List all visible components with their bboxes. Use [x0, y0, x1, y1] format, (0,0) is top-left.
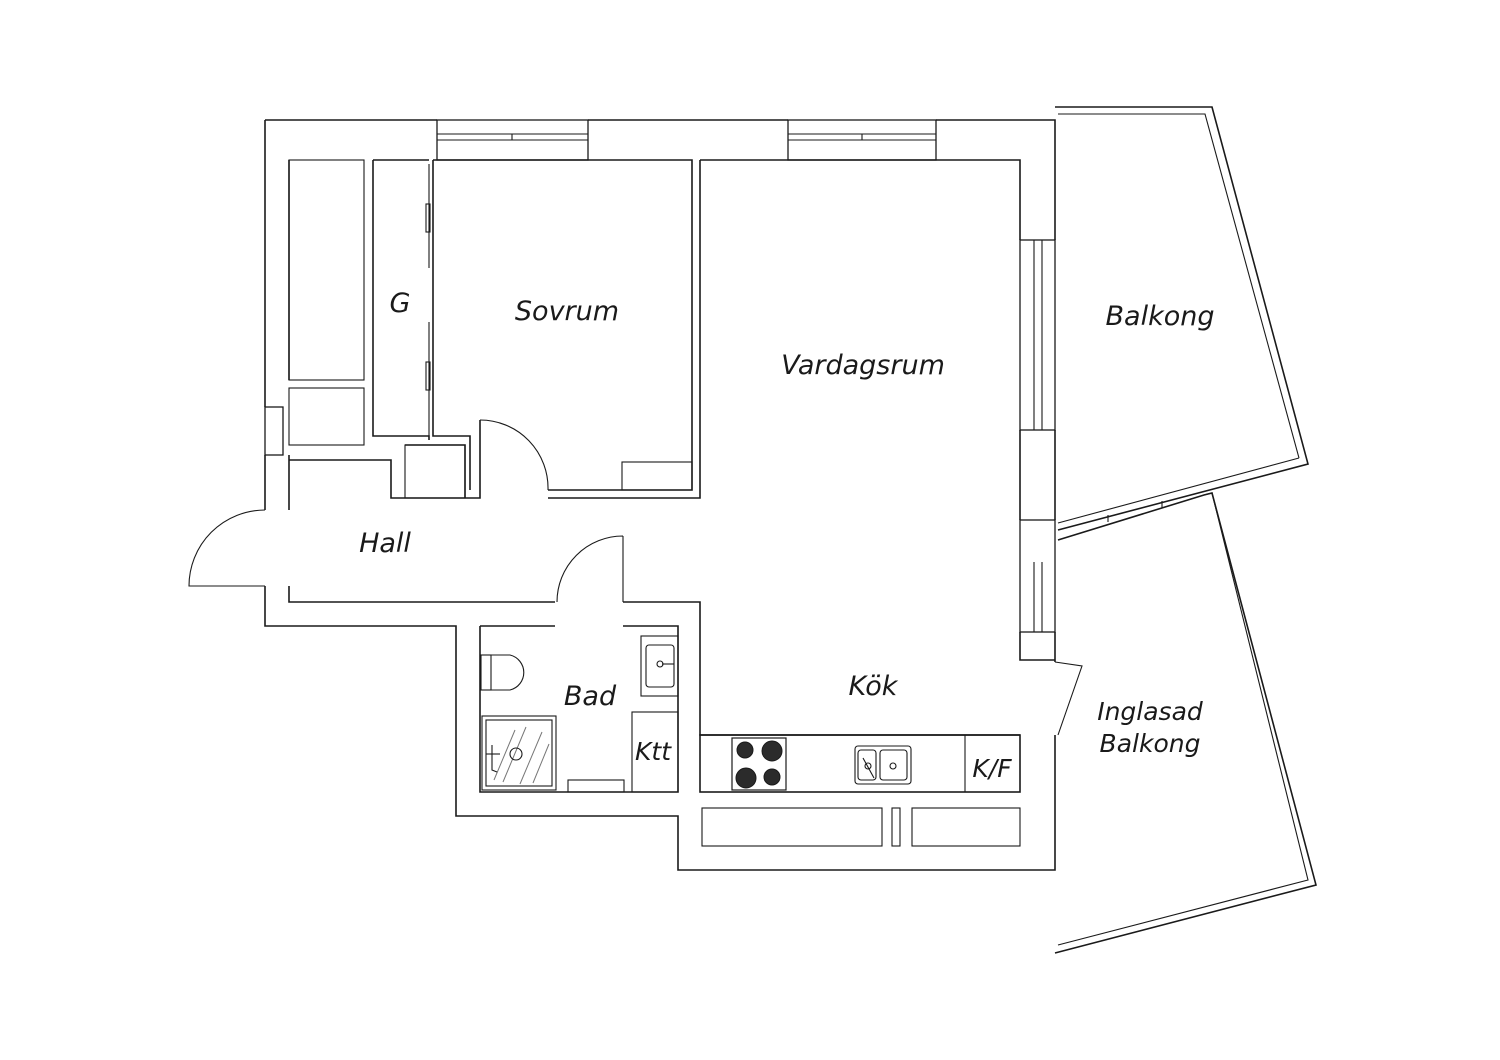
kitchen-counter: [699, 734, 1021, 793]
label-bad: Bad: [564, 681, 617, 712]
label-kok: Kök: [849, 671, 899, 702]
shower-icon: [481, 715, 557, 791]
washer-cabinet: [631, 711, 679, 793]
label-kf: K/F: [972, 754, 1012, 783]
storage-right: [911, 807, 1021, 847]
label-inglasad-line1: Inglasad: [1097, 697, 1203, 726]
windows: [264, 119, 1056, 633]
interior-walls: [289, 159, 1055, 793]
label-garderob: G: [390, 288, 411, 319]
kitchen-sink-icon: [854, 745, 912, 785]
label-vardagsrum: Vardagsrum: [781, 350, 945, 381]
label-balkong: Balkong: [1106, 301, 1215, 332]
storage-divider: [891, 807, 901, 847]
bathroom-fixtures: [480, 635, 679, 793]
bathroom-radiator: [567, 779, 625, 793]
label-inglasad-line2: Balkong: [1100, 729, 1201, 758]
balconies: [1054, 106, 1317, 954]
hall-wardrobe-low: [288, 387, 365, 446]
doors: [188, 164, 1083, 736]
bedroom-radiator: [621, 461, 693, 491]
room-labels: G Sovrum Vardagsrum Hall Bad Ktt Kök K/F…: [359, 288, 1214, 783]
storage-left: [701, 807, 883, 847]
fixtures: [288, 159, 1021, 847]
washbasin-icon: [640, 635, 679, 697]
label-hall: Hall: [359, 528, 411, 559]
toilet-icon: [480, 654, 525, 691]
hall-wardrobe-tall: [288, 159, 365, 381]
label-ktt: Ktt: [635, 737, 672, 766]
label-sovrum: Sovrum: [515, 296, 619, 327]
